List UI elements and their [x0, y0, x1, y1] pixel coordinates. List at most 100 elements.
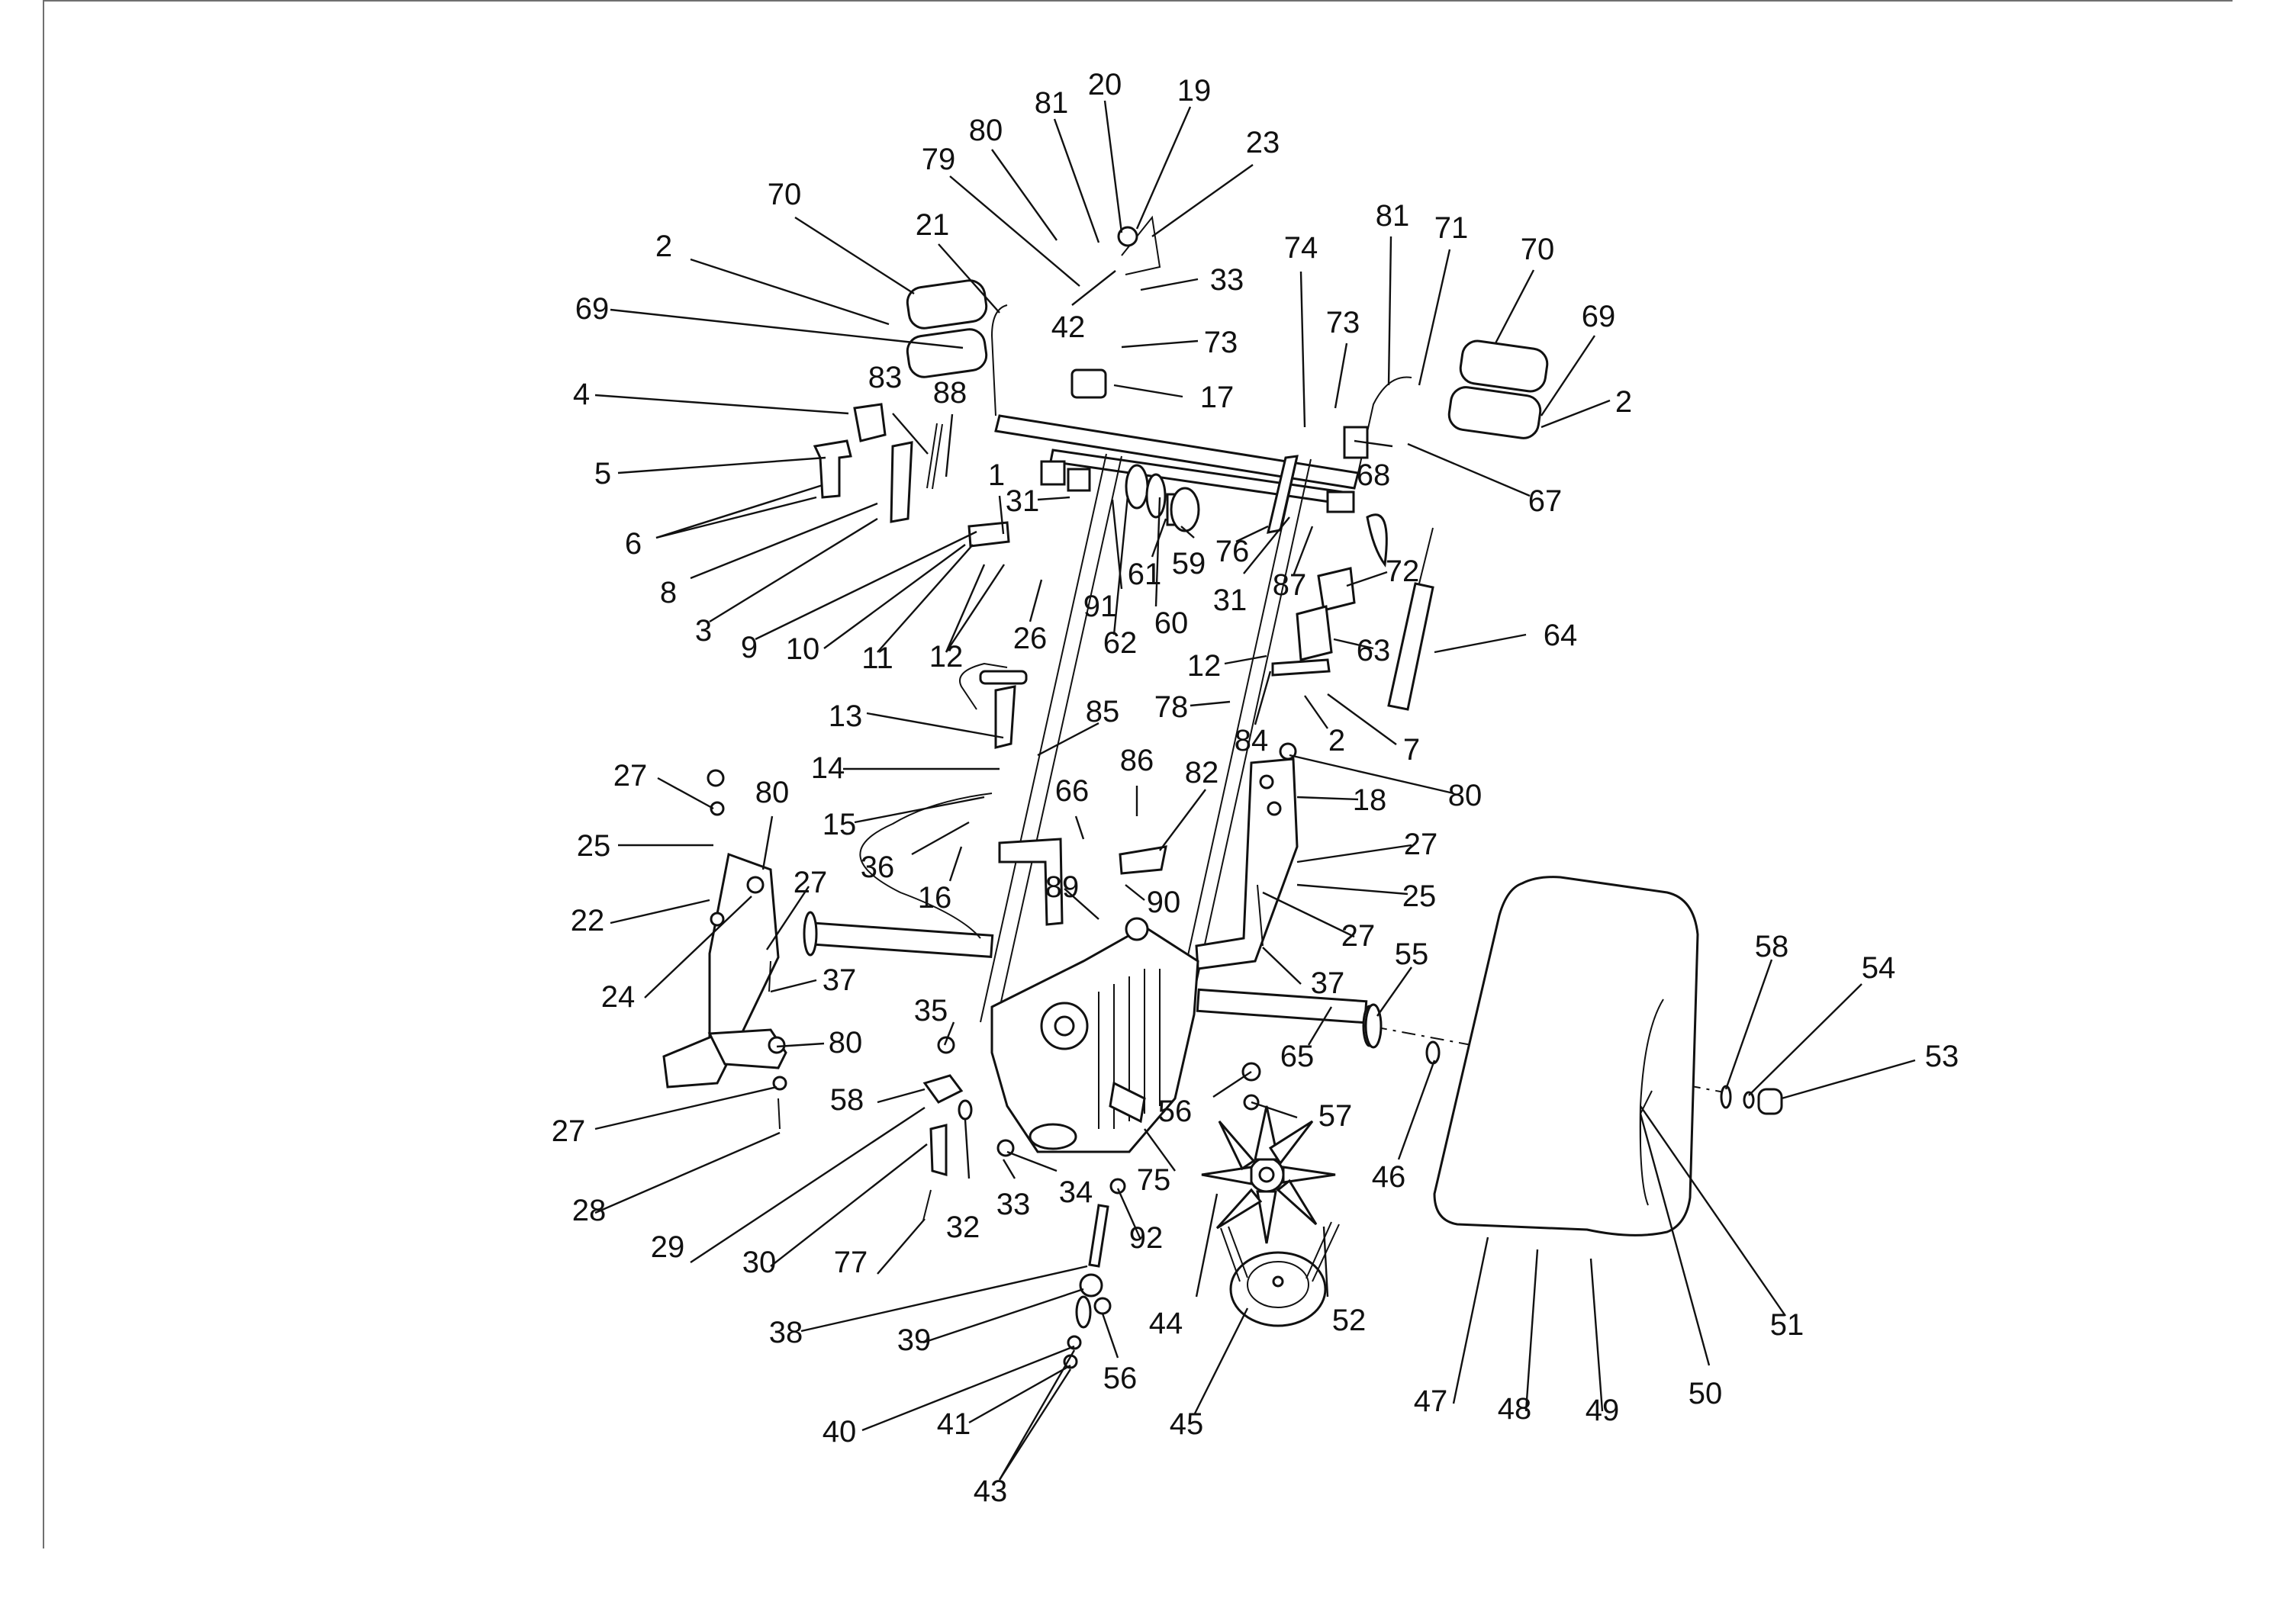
drive-pulley	[1220, 1221, 1340, 1327]
callout-67: 67	[1528, 484, 1563, 518]
callout-18: 18	[1353, 783, 1387, 817]
pedal-pads	[906, 279, 1549, 439]
callout-20: 20	[1088, 68, 1122, 101]
callout-41: 41	[937, 1407, 971, 1441]
callout-84: 84	[1235, 724, 1269, 757]
callout-1: 1	[988, 458, 1005, 492]
callout-86: 86	[1120, 744, 1154, 777]
callout-69: 69	[575, 292, 610, 326]
callout-68: 68	[1357, 458, 1391, 492]
callout-55: 55	[1395, 937, 1429, 971]
callout-37: 37	[823, 963, 857, 997]
callout-29: 29	[651, 1230, 685, 1264]
callout-81: 81	[1035, 86, 1069, 120]
callout-31: 31	[1006, 484, 1040, 518]
callout-63: 63	[1357, 634, 1391, 667]
callout-14: 14	[811, 751, 845, 785]
callout-30: 30	[742, 1246, 777, 1279]
callout-6: 6	[625, 527, 642, 561]
callout-19: 19	[1177, 74, 1212, 108]
callout-13: 13	[829, 699, 863, 733]
left-side-bracket	[662, 769, 787, 1130]
callout-74: 74	[1284, 231, 1318, 265]
callout-59: 59	[1172, 547, 1206, 580]
lower-bolt-stack	[1063, 1204, 1112, 1369]
callout-44: 44	[1149, 1307, 1183, 1340]
callout-9: 9	[741, 631, 758, 664]
callout-62: 62	[1103, 626, 1138, 660]
callout-43: 43	[974, 1474, 1008, 1508]
callout-88: 88	[933, 376, 967, 410]
cooling-fan	[1201, 1105, 1336, 1244]
callout-90: 90	[1147, 886, 1181, 919]
callout-8: 8	[660, 576, 677, 609]
leader-lines	[594, 100, 1916, 1481]
callout-23: 23	[1246, 126, 1280, 159]
callout-31: 31	[1213, 584, 1248, 617]
callout-58: 58	[1755, 930, 1789, 963]
callout-17: 17	[1200, 381, 1235, 414]
linkage-hardware	[859, 662, 1261, 1221]
callout-12: 12	[929, 640, 964, 674]
callout-32: 32	[946, 1211, 980, 1244]
callout-26: 26	[1013, 622, 1048, 655]
callout-60: 60	[1154, 606, 1189, 640]
callout-80: 80	[1448, 779, 1483, 812]
callout-77: 77	[834, 1246, 868, 1279]
callout-27: 27	[1341, 919, 1376, 953]
callout-61: 61	[1128, 558, 1162, 591]
callout-33: 33	[1210, 263, 1244, 297]
transmission-housing	[990, 917, 1199, 1153]
callout-27: 27	[794, 866, 828, 899]
callout-51: 51	[1770, 1308, 1804, 1342]
callout-37: 37	[1311, 966, 1345, 1000]
callout-91: 91	[1083, 590, 1118, 623]
callout-11: 11	[861, 642, 893, 675]
callout-71: 71	[1434, 211, 1469, 245]
callout-85: 85	[1086, 695, 1120, 728]
callout-82: 82	[1185, 756, 1219, 789]
callout-21: 21	[916, 208, 950, 242]
callout-3: 3	[695, 614, 712, 648]
callout-38: 38	[769, 1316, 803, 1349]
callout-80: 80	[969, 114, 1003, 147]
callout-80: 80	[829, 1026, 863, 1060]
callout-79: 79	[922, 143, 956, 176]
callout-73: 73	[1326, 306, 1360, 339]
callout-27: 27	[613, 759, 648, 793]
callout-45: 45	[1170, 1407, 1204, 1441]
callout-70: 70	[768, 178, 802, 211]
callout-76: 76	[1215, 535, 1250, 568]
callout-25: 25	[1402, 880, 1437, 913]
callout-89: 89	[1045, 870, 1080, 904]
callout-34: 34	[1059, 1175, 1093, 1209]
callout-2: 2	[1615, 385, 1632, 419]
callout-labels: 81 20 19 80 79 23 70 21 33 2 42 74 81 71…	[552, 68, 1959, 1508]
callout-28: 28	[572, 1194, 607, 1227]
callout-66: 66	[1055, 774, 1090, 808]
callout-83: 83	[868, 361, 903, 394]
upper-left-brackets	[813, 403, 1010, 548]
callout-46: 46	[1372, 1160, 1406, 1194]
callout-10: 10	[786, 632, 820, 666]
callout-53: 53	[1925, 1040, 1959, 1073]
frame-top-border	[43, 0, 2233, 2]
callout-15: 15	[823, 808, 857, 841]
callout-78: 78	[1154, 690, 1189, 724]
callout-27: 27	[1404, 828, 1438, 861]
callout-65: 65	[1280, 1040, 1315, 1073]
callout-52: 52	[1332, 1304, 1367, 1337]
callout-73: 73	[1204, 326, 1238, 359]
callout-48: 48	[1498, 1392, 1532, 1426]
callout-47: 47	[1414, 1384, 1448, 1418]
callout-4: 4	[573, 378, 590, 411]
wheel-hub-parts	[1364, 1003, 1783, 1115]
right-pedal-assembly	[1271, 513, 1434, 711]
callout-69: 69	[1582, 300, 1616, 333]
callout-56: 56	[1103, 1362, 1138, 1395]
callout-49: 49	[1586, 1394, 1620, 1427]
callout-57: 57	[1318, 1099, 1353, 1133]
callout-22: 22	[571, 904, 605, 937]
